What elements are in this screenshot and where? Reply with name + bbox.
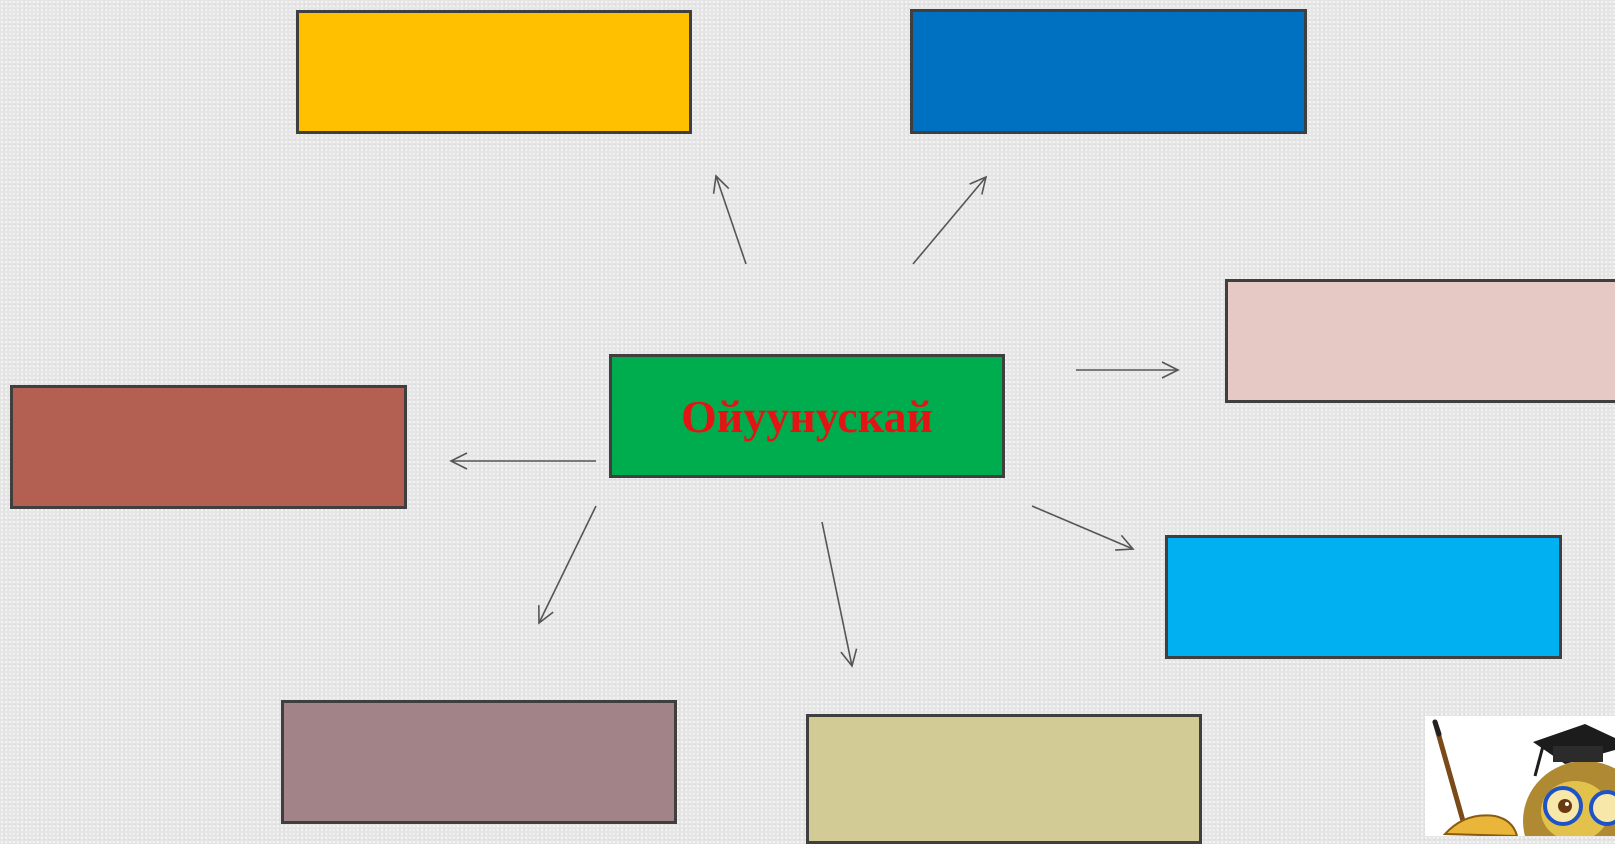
arrow-to-bottom-center (821, 521, 858, 668)
box-top-left (296, 10, 692, 134)
owl-teacher-icon (1425, 716, 1615, 836)
arrow-to-right-lower (1031, 505, 1135, 551)
box-right-lower (1165, 535, 1562, 659)
arrow-to-top-left (712, 174, 747, 265)
center-label: Ойуунускай (680, 390, 934, 442)
box-bottom-left (281, 700, 677, 824)
box-center: Ойуунускай (609, 354, 1005, 478)
arrow-to-bottom-left (538, 505, 597, 625)
box-left (10, 385, 407, 509)
box-top-right (910, 9, 1307, 134)
box-right-upper (1225, 279, 1615, 403)
arrow-to-top-right (912, 175, 988, 265)
